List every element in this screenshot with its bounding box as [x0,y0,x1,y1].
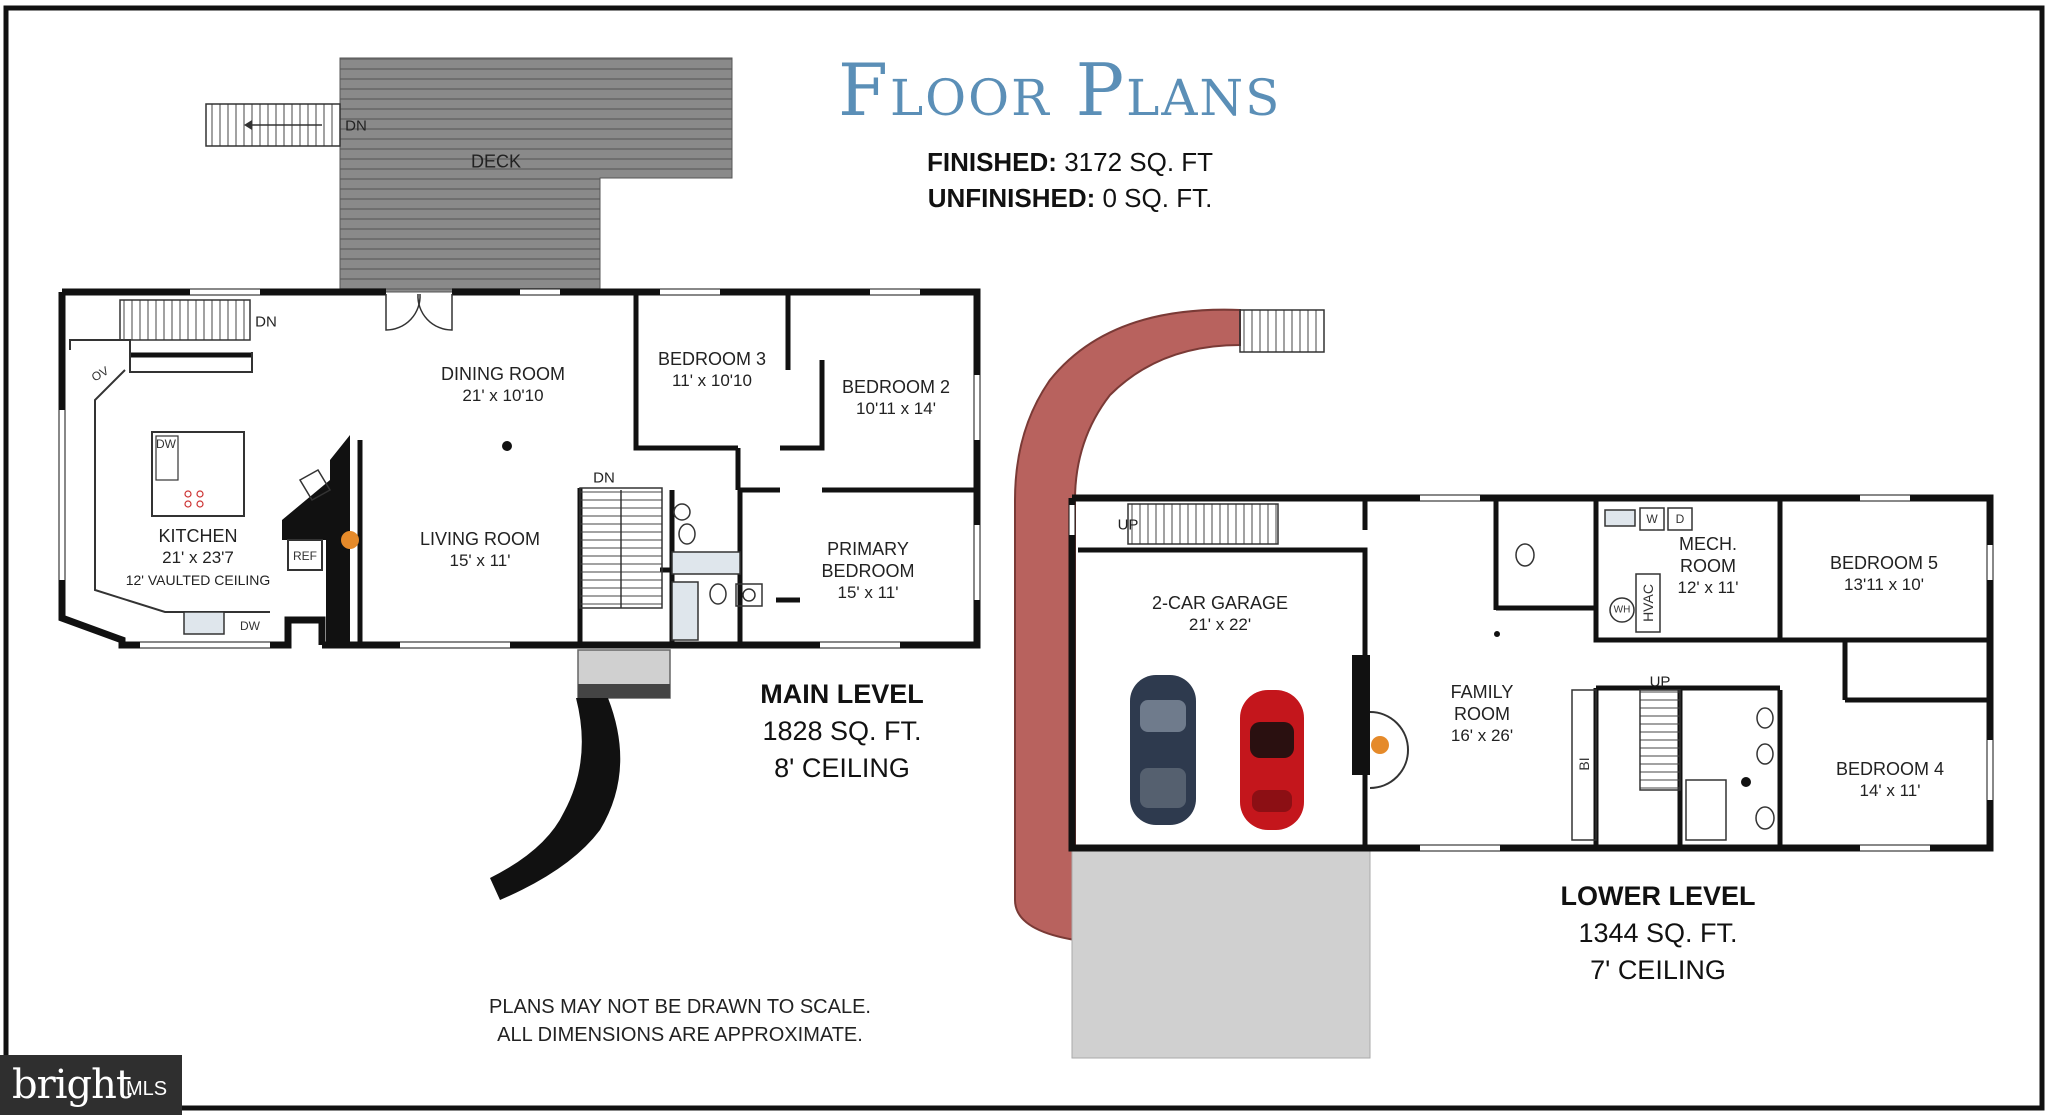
lower-fixtures [1515,507,1775,841]
center-stairs-up: UP [1649,673,1671,691]
main-stairs-center [579,487,663,609]
fireplace-lower [1352,655,1409,789]
lower-level-ceiling: 7' CEILING [1590,955,1726,985]
watermark-box [0,1055,182,1115]
island-dw-label: DW [156,437,176,451]
car-blue [1130,675,1196,825]
room-garage: 2-CAR GARAGE 21' x 22' [1152,592,1288,636]
watermark-mls: MLS [126,1078,168,1100]
lower-level-info: LOWER LEVEL 1344 SQ. FT. 7' CEILING [1561,878,1756,989]
room-dining: DINING ROOM 21' x 10'10 [423,363,583,407]
room-bedroom4: BEDROOM 4 14' x 11' [1836,758,1944,802]
room-family: FAMILY ROOM 16' x 26' [1422,681,1542,747]
water-heater-label: WH [1613,604,1631,616]
center-stairs-dn: DN [593,469,615,487]
room-mech-dim: 12' x 11' [1677,578,1739,597]
room-dining-name: DINING ROOM [441,364,565,384]
room-living-dim: 15' x 11' [449,551,511,570]
lower-windows [1069,495,1993,851]
counter-dw-label: DW [240,619,260,633]
room-bedroom4-name: BEDROOM 4 [1835,759,1945,779]
room-kitchen-note: 12' VAULTED CEILING [125,572,271,588]
room-bedroom3: BEDROOM 3 11' x 10'10 [658,348,766,392]
family-light [1494,631,1500,637]
room-mech-name: MECH. ROOM [1679,534,1737,576]
main-level-info: MAIN LEVEL 1828 SQ. FT. 8' CEILING [760,676,924,787]
main-level-ceiling: 8' CEILING [774,753,910,783]
car-red [1240,690,1304,830]
room-bedroom2-dim: 10'11 x 14' [856,399,936,418]
room-primary-dim: 15' x 11' [837,583,899,602]
kitchen-fixtures [155,435,332,635]
lower-stairs-center [1639,689,1681,791]
driveway [1071,847,1371,1059]
deck-label: DECK [470,151,522,172]
finished-value: 3172 SQ. FT [1064,147,1214,177]
hvac-label: HVAC [1640,584,1656,622]
room-living-name: LIVING ROOM [419,529,540,549]
room-bedroom3-name: BEDROOM 3 [657,349,767,369]
dining-light [502,441,512,451]
main-level-area: 1828 SQ. FT. [762,716,922,746]
lower-exterior-stairs [1239,309,1325,353]
dining-french-doors [385,293,453,331]
garage-stairs-up: UP [1117,516,1139,534]
room-primary: PRIMARY BEDROOM 15' x 11' [803,538,933,604]
dryer-label: D [1675,512,1685,526]
room-bedroom5: BEDROOM 5 13'11 x 10' [1830,552,1938,596]
main-level-name: MAIN LEVEL [760,679,924,709]
washer-label: W [1646,512,1658,526]
main-windows [59,289,980,648]
room-kitchen-dim: 21' x 23'7 [162,548,234,567]
room-family-name: FAMILY ROOM [1450,682,1514,724]
room-bedroom2-name: BEDROOM 2 [841,377,951,397]
fridge-label: REF [293,549,317,563]
room-bedroom5-name: BEDROOM 5 [1829,553,1939,573]
room-primary-name: PRIMARY BEDROOM [821,539,915,581]
lower-level-name: LOWER LEVEL [1560,881,1756,911]
disclaimer-line1: PLANS MAY NOT BE DRAWN TO SCALE. [489,996,871,1018]
room-kitchen: KITCHEN 21' x 23'7 12' VAULTED CEILING [126,525,271,591]
room-living: LIVING ROOM 15' x 11' [410,528,550,572]
room-dining-dim: 21' x 10'10 [462,386,544,405]
lower-level-area: 1344 SQ. FT. [1578,918,1738,948]
room-garage-dim: 21' x 22' [1188,615,1252,634]
deck-stairs-dn: DN [345,117,367,135]
room-mech: MECH. ROOM 12' x 11' [1653,533,1763,599]
room-bedroom2: BEDROOM 2 10'11 x 14' [842,376,950,420]
front-entry [490,649,671,900]
lower-level-walls [1068,494,1994,852]
room-family-dim: 16' x 26' [1450,726,1514,745]
main-level-walls [58,288,981,649]
scale-disclaimer: PLANS MAY NOT BE DRAWN TO SCALE. ALL DIM… [489,993,871,1049]
area-totals: FINISHED: 3172 SQ. FT UNFINISHED: 0 SQ. … [927,144,1213,216]
built-in-label: BI [1576,757,1592,771]
main-stairs-left [119,299,251,341]
garage-stairs [1127,503,1279,545]
kitchen-counters [69,339,323,613]
deck-stairs [205,103,341,147]
unfinished-value: 0 SQ. FT. [1102,183,1213,213]
main-bathrooms [671,503,763,641]
deck [339,57,733,293]
room-bedroom4-dim: 14' x 11' [1859,781,1921,800]
room-kitchen-name: KITCHEN [158,526,238,546]
disclaimer-line2: ALL DIMENSIONS ARE APPROXIMATE. [497,1024,863,1046]
page-title: Floor Plans [838,48,1282,132]
bath-light [1741,777,1751,787]
room-bedroom3-dim: 11' x 10'10 [672,371,752,390]
finished-label: FINISHED: [926,147,1057,177]
watermark-brand: bright [12,1062,132,1108]
sheet-border [3,5,2045,1111]
room-garage-name: 2-CAR GARAGE [1151,593,1289,613]
main-stairs-dn: DN [255,313,277,331]
unfinished-label: UNFINISHED: [927,183,1096,213]
room-bedroom5-dim: 13'11 x 10' [1844,575,1924,594]
